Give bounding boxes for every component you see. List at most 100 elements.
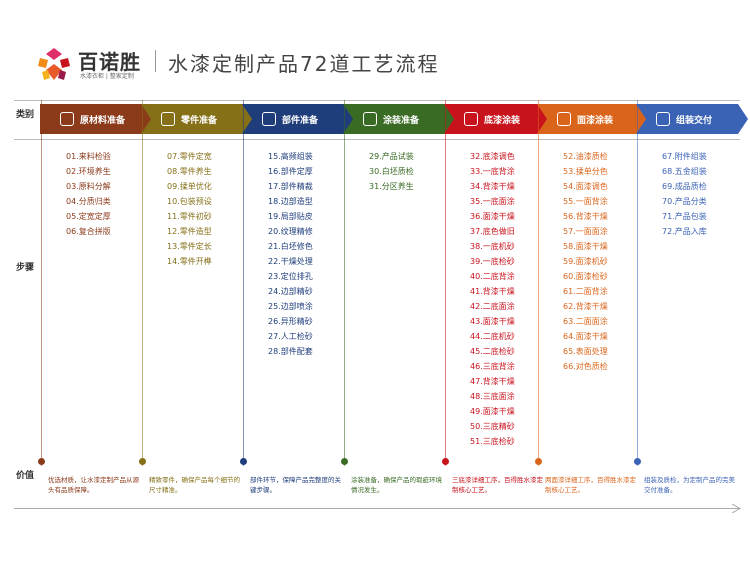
step-item: 15.高频组装 bbox=[268, 152, 313, 161]
paint-roller-icon bbox=[464, 112, 478, 126]
step-item: 02.环境养生 bbox=[66, 167, 111, 176]
step-item: 72.产品入库 bbox=[662, 227, 707, 236]
step-item: 46.三底背涂 bbox=[470, 362, 515, 371]
step-item: 25.边部喷涂 bbox=[268, 302, 313, 311]
step-item: 03.原料分解 bbox=[66, 182, 111, 191]
category-label: 底漆涂装 bbox=[484, 115, 521, 126]
timeline-dot bbox=[442, 458, 449, 465]
category-3: 部件准备 bbox=[262, 104, 318, 134]
column-divider bbox=[142, 100, 143, 466]
column-divider bbox=[344, 100, 345, 466]
title-divider bbox=[155, 50, 156, 72]
brand-logo-icon bbox=[38, 48, 70, 80]
column-divider bbox=[445, 100, 446, 466]
category-chevron-5 bbox=[444, 104, 556, 134]
value-arrow-line bbox=[14, 508, 740, 509]
column-divider bbox=[637, 100, 638, 466]
header-top-line bbox=[14, 100, 740, 101]
step-item: 63.二面面涂 bbox=[563, 317, 608, 326]
category-6: 面漆涂装 bbox=[557, 104, 613, 134]
step-item: 30.白坯质检 bbox=[369, 167, 414, 176]
timeline-dot bbox=[341, 458, 348, 465]
category-label: 原材料准备 bbox=[80, 115, 126, 126]
brush-icon bbox=[557, 112, 571, 126]
step-item: 70.产品分类 bbox=[662, 197, 707, 206]
step-item: 18.边部造型 bbox=[268, 197, 313, 206]
step-item: 42.二底面涂 bbox=[470, 302, 515, 311]
step-item: 53.揉单分色 bbox=[563, 167, 608, 176]
value-text: 部件环节，保障产品完整度的关键步骤。 bbox=[250, 476, 341, 494]
step-item: 66.对色质检 bbox=[563, 362, 608, 371]
step-item: 08.零件养生 bbox=[167, 167, 212, 176]
timeline-dot bbox=[38, 458, 45, 465]
category-chevron-4 bbox=[343, 104, 455, 134]
arrow-head-icon bbox=[732, 504, 741, 513]
step-item: 22.干燥处理 bbox=[268, 257, 313, 266]
step-item: 47.背漆干燥 bbox=[470, 377, 515, 386]
category-chevron-7 bbox=[636, 104, 748, 134]
category-label: 部件准备 bbox=[282, 115, 319, 126]
timeline-dot bbox=[535, 458, 542, 465]
step-item: 54.面漆调色 bbox=[563, 182, 608, 191]
value-text: 组装及质检，为定制产品的完美交付准备。 bbox=[644, 476, 735, 494]
chat-icon bbox=[161, 112, 175, 126]
step-item: 43.面漆干燥 bbox=[470, 317, 515, 326]
step-item: 16.部件定厚 bbox=[268, 167, 313, 176]
step-item: 21.白坯修色 bbox=[268, 242, 313, 251]
step-item: 13.零件定长 bbox=[167, 242, 212, 251]
step-item: 48.三底面涂 bbox=[470, 392, 515, 401]
page-title: 水漆定制产品72道工艺流程 bbox=[168, 52, 440, 76]
step-item: 06.复合拼版 bbox=[66, 227, 111, 236]
category-4: 涂装准备 bbox=[363, 104, 419, 134]
step-item: 36.面漆干燥 bbox=[470, 212, 515, 221]
step-item: 61.二面背涂 bbox=[563, 287, 608, 296]
step-item: 52.油漆质检 bbox=[563, 152, 608, 161]
step-item: 35.一底面涂 bbox=[470, 197, 515, 206]
step-item: 55.一面背涂 bbox=[563, 197, 608, 206]
step-item: 10.包装预设 bbox=[167, 197, 212, 206]
value-text: 精致零件，确保产品每个细节的尺寸精准。 bbox=[149, 476, 240, 494]
value-text: 两面漆详细工序，百得胜水漆定制核心工艺。 bbox=[545, 476, 636, 494]
step-item: 41.背漆干燥 bbox=[470, 287, 515, 296]
category-chevron-3 bbox=[242, 104, 354, 134]
step-item: 14.零件开榫 bbox=[167, 257, 212, 266]
step-item: 20.纹理精修 bbox=[268, 227, 313, 236]
hand-icon bbox=[60, 112, 74, 126]
column-divider bbox=[243, 100, 244, 466]
row-label-value: 价值 bbox=[16, 471, 35, 481]
step-item: 04.分质归类 bbox=[66, 197, 111, 206]
row-label-category: 类别 bbox=[16, 110, 35, 120]
step-item: 50.三底精砂 bbox=[470, 422, 515, 431]
step-item: 51.三底检砂 bbox=[470, 437, 515, 446]
brand-tagline: 水漆衣柜 | 整家定制 bbox=[80, 73, 134, 80]
category-label: 涂装准备 bbox=[383, 115, 420, 126]
category-1: 原材料准备 bbox=[60, 104, 125, 134]
step-item: 45.二底检砂 bbox=[470, 347, 515, 356]
step-item: 64.面漆干燥 bbox=[563, 332, 608, 341]
step-item: 67.附件组装 bbox=[662, 152, 707, 161]
ruler-icon bbox=[363, 112, 377, 126]
value-text: 优选材质，让水漆定制产品从源头有品质保障。 bbox=[48, 476, 139, 494]
step-item: 69.成品质检 bbox=[662, 182, 707, 191]
category-chevron-1 bbox=[40, 104, 152, 134]
step-item: 40.二底背涂 bbox=[470, 272, 515, 281]
step-item: 49.面漆干燥 bbox=[470, 407, 515, 416]
step-item: 57.一面面涂 bbox=[563, 227, 608, 236]
row-label-steps: 步骤 bbox=[16, 263, 35, 273]
step-item: 39.一底检砂 bbox=[470, 257, 515, 266]
column-divider bbox=[41, 100, 42, 466]
timeline-dot bbox=[240, 458, 247, 465]
step-item: 34.背漆干燥 bbox=[470, 182, 515, 191]
category-chevron-6 bbox=[537, 104, 649, 134]
value-text: 涂装准备，确保产品的瑕疵环境情况发生。 bbox=[351, 476, 442, 494]
step-item: 24.边部精砂 bbox=[268, 287, 313, 296]
step-item: 31.分区养生 bbox=[369, 182, 414, 191]
step-item: 37.底色做旧 bbox=[470, 227, 515, 236]
